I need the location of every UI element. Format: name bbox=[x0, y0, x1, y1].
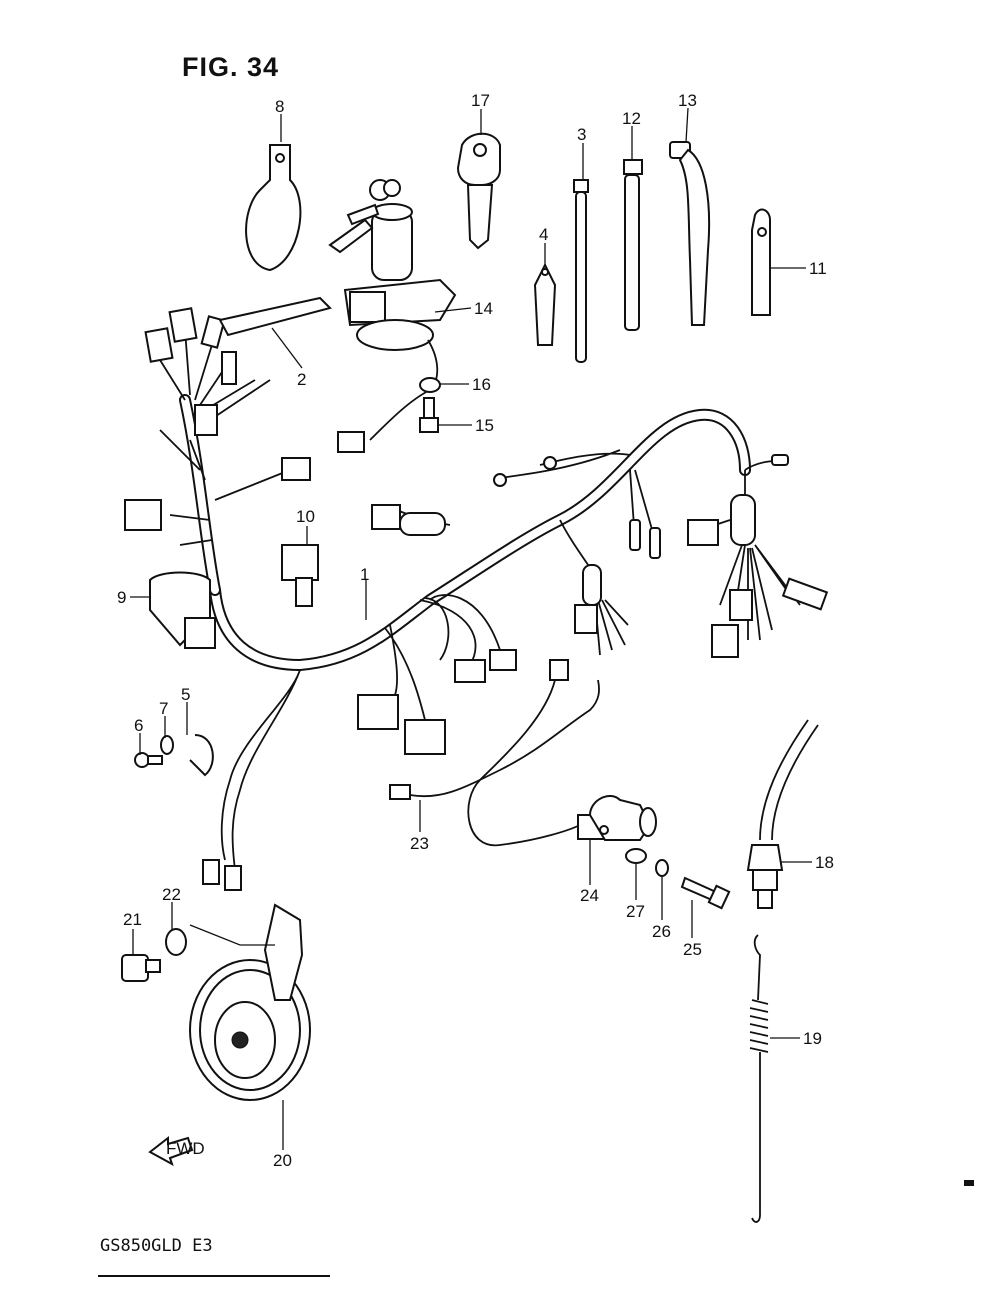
part-label-16: 16 bbox=[472, 375, 491, 394]
wiring-harness bbox=[159, 329, 801, 871]
part-label-8: 8 bbox=[275, 97, 284, 116]
cable-tie-part-12 bbox=[623, 159, 643, 331]
part-label-13: 13 bbox=[678, 91, 697, 110]
clip-part-4 bbox=[533, 262, 557, 346]
part-label-11: 11 bbox=[809, 259, 827, 278]
part-label-1: 1 bbox=[360, 565, 369, 584]
part-label-23: 23 bbox=[410, 834, 429, 853]
model-code: GS850GLD E3 bbox=[100, 1236, 213, 1256]
washer-part-7 bbox=[160, 735, 174, 755]
part-label-20: 20 bbox=[273, 1151, 292, 1170]
clamp-part-10 bbox=[281, 544, 319, 607]
part-label-17: 17 bbox=[471, 91, 490, 110]
cable-tie-part-13 bbox=[669, 141, 711, 326]
clamp-part-11 bbox=[751, 208, 771, 316]
switch-part-18 bbox=[746, 719, 819, 909]
washer-part-26 bbox=[655, 859, 669, 877]
part-label-10: 10 bbox=[296, 507, 315, 526]
part-label-9: 9 bbox=[117, 588, 126, 607]
harness-connectors bbox=[124, 307, 829, 891]
clamp-part-8 bbox=[245, 144, 302, 272]
bolt-part-25 bbox=[680, 876, 731, 910]
screw-part-6 bbox=[134, 752, 163, 768]
part-label-2: 2 bbox=[297, 370, 306, 389]
key-part-17 bbox=[456, 132, 501, 250]
harness-tape bbox=[218, 296, 332, 337]
ignition-switch bbox=[337, 203, 457, 453]
clip-part-5 bbox=[189, 734, 214, 777]
part-labels: 1 2 3 4 5 6 7 8 9 10 11 12 13 14 15 16 1… bbox=[117, 91, 834, 1170]
spring-part-19 bbox=[749, 934, 769, 1223]
figure-title: FIG. 34 bbox=[182, 52, 280, 82]
part-label-27: 27 bbox=[626, 902, 645, 921]
clamp-part-9 bbox=[149, 571, 216, 649]
leader-lines bbox=[130, 107, 812, 1150]
horn-part-20 bbox=[189, 903, 311, 1101]
part-label-3: 3 bbox=[577, 125, 586, 144]
part-label-24: 24 bbox=[580, 886, 599, 905]
part-label-12: 12 bbox=[622, 109, 641, 128]
part-label-15: 15 bbox=[475, 416, 494, 435]
washer-part-22 bbox=[165, 928, 187, 956]
part-label-7: 7 bbox=[159, 699, 168, 718]
bolt-part-21 bbox=[121, 954, 161, 982]
part-label-21: 21 bbox=[123, 910, 142, 929]
lead-wire-part-23 bbox=[389, 659, 600, 846]
part-label-25: 25 bbox=[683, 940, 702, 959]
edge-mark bbox=[964, 1180, 974, 1186]
fwd-text: FWD bbox=[166, 1139, 205, 1158]
part-label-5: 5 bbox=[181, 685, 190, 704]
switch-keys bbox=[328, 179, 401, 254]
part-label-26: 26 bbox=[652, 922, 671, 941]
part-label-22: 22 bbox=[162, 885, 181, 904]
part-label-19: 19 bbox=[803, 1029, 822, 1048]
part-label-4: 4 bbox=[539, 225, 548, 244]
part-label-14: 14 bbox=[474, 299, 493, 318]
switch-part-24 bbox=[577, 795, 657, 841]
part-label-18: 18 bbox=[815, 853, 834, 872]
screw-part-15 bbox=[419, 397, 439, 433]
cable-tie-part-3 bbox=[573, 179, 589, 363]
washer-part-27 bbox=[625, 848, 647, 864]
part-label-6: 6 bbox=[134, 716, 143, 735]
fwd-arrow-icon: FWD bbox=[148, 1135, 205, 1167]
washer-part-16 bbox=[419, 377, 441, 393]
